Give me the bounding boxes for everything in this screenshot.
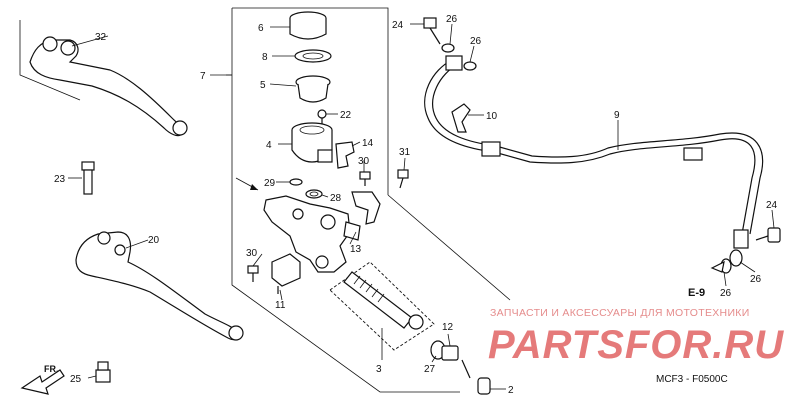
assembly-frame: [226, 7, 511, 393]
cap-nut: [95, 361, 111, 383]
callout-31: 31: [399, 147, 411, 158]
callout-2: 2: [508, 385, 514, 396]
callout-12: 12: [442, 322, 454, 333]
hole-pointer-head: [250, 184, 258, 190]
callout-26-top-a: 26: [446, 14, 458, 25]
reference-e9: E-9: [688, 260, 725, 299]
clamp-holder: [343, 191, 381, 241]
piston-kit: [329, 261, 435, 351]
banjo-bolt-24-bottom: [755, 227, 781, 243]
leader-lines: [68, 23, 775, 390]
callout-20: 20: [148, 235, 160, 246]
brake-hose-9: [424, 55, 764, 249]
callout-4: 4: [266, 140, 272, 151]
callout-3: 3: [376, 364, 382, 375]
bolt-31: [397, 169, 409, 189]
master-cylinder-body: [263, 195, 351, 273]
callout-32: 32: [95, 32, 107, 43]
callout-7: 7: [200, 71, 206, 82]
callout-29: 29: [264, 178, 276, 189]
washer-26-bottom-a: [729, 249, 743, 267]
reference-arrow-icon: [710, 260, 725, 273]
callout-24-top: 24: [392, 20, 404, 31]
callout-6: 6: [258, 23, 264, 34]
brake-lever-lower: [75, 231, 244, 341]
washer-26-top-b: [463, 61, 477, 71]
callout-labels: 32 7 6 8 5 22 4 14 30 29 28 23 20 30 11 …: [54, 14, 778, 396]
callout-11: 11: [275, 300, 286, 311]
callout-25: 25: [70, 374, 82, 385]
screw-30-lower: [247, 265, 259, 282]
pivot-bolt: [81, 161, 95, 195]
front-label: FR.: [44, 364, 59, 374]
watermark-tagline: ЗАПЧАСТИ И АКСЕССУАРЫ ДЛЯ МОТОТЕХНИКИ: [490, 307, 750, 319]
callout-5: 5: [260, 80, 266, 91]
reservoir-diaphragm: [295, 75, 331, 103]
callout-10: 10: [486, 111, 498, 122]
banjo-bolt-24-top: [423, 17, 441, 45]
callout-26-bottom-b: 26: [720, 288, 732, 299]
callout-30-lower: 30: [246, 248, 258, 259]
callout-26-bottom-a: 26: [750, 274, 762, 285]
o-ring-29: [289, 178, 303, 186]
callout-28: 28: [330, 193, 342, 204]
hose-clamp-10: [451, 103, 471, 133]
washer-26-top-a: [441, 43, 455, 53]
reservoir-plate: [294, 49, 332, 63]
push-rod-12: [441, 345, 459, 361]
callout-23: 23: [54, 174, 66, 185]
reservoir-cap: [289, 11, 327, 40]
clutch-lever-upper: [19, 20, 188, 137]
reference-label: E-9: [688, 287, 705, 299]
callout-24-bottom: 24: [766, 200, 778, 211]
watermark-logo: PARTSFOR.RU: [488, 323, 784, 367]
front-arrow: FR.: [20, 364, 65, 395]
callout-27: 27: [424, 364, 436, 375]
callout-8: 8: [262, 52, 268, 63]
stop-switch: [271, 253, 301, 294]
o-ring-28: [305, 189, 323, 199]
screw-22: [317, 109, 327, 126]
callout-26-top-b: 26: [470, 36, 482, 47]
screw-30-upper: [359, 171, 371, 186]
reservoir: [291, 122, 333, 163]
diagram-code: MCF3 - F0500C: [656, 374, 728, 385]
callout-13: 13: [350, 244, 362, 255]
pivot-2: [461, 359, 491, 395]
callout-30-upper: 30: [358, 156, 370, 167]
callout-22: 22: [340, 110, 352, 121]
callout-9: 9: [614, 110, 620, 121]
callout-14: 14: [362, 138, 374, 149]
bracket-14: [335, 141, 355, 169]
